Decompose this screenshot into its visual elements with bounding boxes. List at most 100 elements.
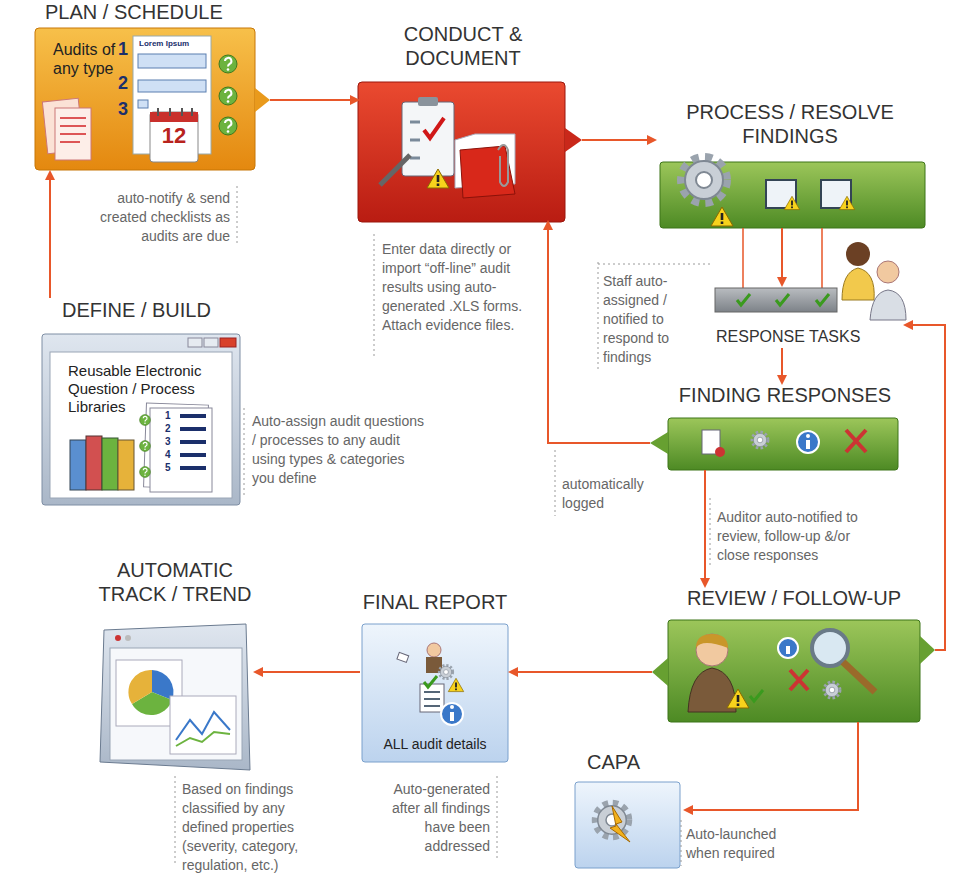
define-window-part (204, 338, 218, 347)
response-bar-part (870, 290, 906, 320)
final-report-box-part (439, 665, 452, 678)
review-box-part (790, 670, 808, 690)
response-bar-part (842, 268, 874, 300)
review-box-part (696, 634, 728, 648)
review-box-part (778, 638, 798, 658)
node-heading: PROCESS / RESOLVE FINDINGS (665, 100, 915, 148)
process-box-part (784, 196, 799, 209)
plan-box-part (138, 80, 206, 92)
final-report-box-part (420, 684, 444, 712)
define-window: DEFINE / BUILDReusable Electronic Questi… (42, 298, 240, 505)
leader-line-part (598, 262, 712, 370)
define-window-part (140, 441, 151, 452)
final-report-box-part (441, 703, 463, 725)
define-window-part (180, 416, 206, 468)
process-box: PROCESS / RESOLVE FINDINGS (655, 100, 925, 228)
review-box-part (668, 620, 920, 722)
connector (255, 671, 360, 673)
plan-box-part (138, 54, 206, 68)
conduct-box-part (410, 122, 420, 158)
conduct-box-part (460, 146, 515, 198)
callout-number: 3 (118, 100, 134, 120)
leader-line-part (237, 186, 238, 246)
finding-responses-box-part (797, 431, 819, 453)
capa-box-part (575, 782, 680, 868)
finding-responses-box-part (846, 430, 866, 452)
node-heading: CONDUCT & DOCUMENT (378, 22, 548, 70)
define-window-part (188, 338, 202, 347)
plan-box-part (133, 36, 211, 154)
conduct-box-part (418, 97, 438, 106)
plan-box-part (219, 87, 237, 105)
list-number: 4 (165, 449, 177, 460)
plan-box-part (219, 117, 237, 135)
plan-box: PLAN / SCHEDULEAudits of any type (35, 0, 270, 172)
conduct-box-part (380, 155, 410, 185)
plan-box-part (150, 112, 198, 162)
final-report-box-part (450, 712, 454, 721)
finding-responses-box-part (715, 447, 725, 457)
review-box-part (750, 690, 763, 701)
define-window-part (118, 440, 134, 490)
capa-box (575, 782, 680, 868)
conduct-box-part (424, 118, 444, 138)
finding-responses-box-part (650, 432, 668, 454)
finding-responses-box (650, 418, 898, 470)
capa-box-part (610, 806, 630, 842)
note: Auto-generated after all findings have b… (368, 780, 490, 856)
calendar-date: 12 (150, 124, 198, 148)
trend-window-part (176, 732, 230, 746)
define-window-part (42, 334, 240, 505)
final-report-box-part (450, 705, 454, 709)
plan-box-part (219, 55, 237, 73)
define-window-part (86, 436, 102, 490)
review-box-part (920, 636, 935, 664)
node-heading: AUTOMATIC TRACK / TREND (85, 558, 265, 606)
plan-box-part (55, 108, 91, 160)
connector (510, 671, 652, 673)
response-bar-part (737, 294, 750, 305)
leader-line (175, 186, 712, 866)
trend-window-part (110, 648, 242, 760)
note: Staff auto-assigned / notified to respon… (603, 272, 699, 367)
review-box (652, 620, 935, 722)
node-heading: CAPA (587, 750, 677, 774)
trend-window-part (170, 696, 236, 754)
define-window-part (220, 338, 236, 347)
list-number: 3 (165, 436, 177, 447)
callout-number: 2 (118, 74, 134, 94)
response-bar-part (816, 294, 829, 305)
connector (270, 99, 358, 101)
review-box-part (696, 634, 728, 666)
node-heading: DEFINE / BUILD (62, 298, 240, 322)
define-window-part (70, 440, 86, 490)
capa-box: CAPA (575, 750, 685, 868)
process-box-part (711, 207, 733, 226)
note: automatically logged (562, 475, 666, 513)
note: Enter data directly or import “off-line”… (382, 240, 542, 335)
connector (781, 348, 783, 383)
review-box-part (812, 630, 848, 666)
conduct-box-part (427, 169, 449, 188)
process-box-part (839, 196, 854, 209)
response-bar-part (846, 242, 870, 266)
finding-responses-box-part (806, 440, 810, 449)
note: Auto-assign audit questions / processes … (252, 412, 428, 488)
node-heading: PLAN / SCHEDULE (45, 0, 270, 24)
review-box-part (652, 658, 668, 686)
trend-window: AUTOMATIC TRACK / TREND (95, 558, 255, 770)
finding-responses-box-part (752, 432, 767, 447)
review-box: REVIEW / FOLLOW-UP (652, 586, 935, 722)
plan-box-part (35, 28, 255, 170)
final-report-box-part (424, 692, 440, 706)
review-box-part (727, 689, 749, 708)
trend-window-part (176, 712, 230, 740)
list-number: 5 (165, 462, 177, 473)
process-box (660, 158, 925, 290)
final-report-box-part (397, 652, 409, 662)
response-bar-part (877, 261, 899, 283)
leader-line-part (555, 450, 556, 516)
define-window-part (102, 438, 118, 490)
node-heading: REVIEW / FOLLOW-UP (668, 586, 920, 610)
